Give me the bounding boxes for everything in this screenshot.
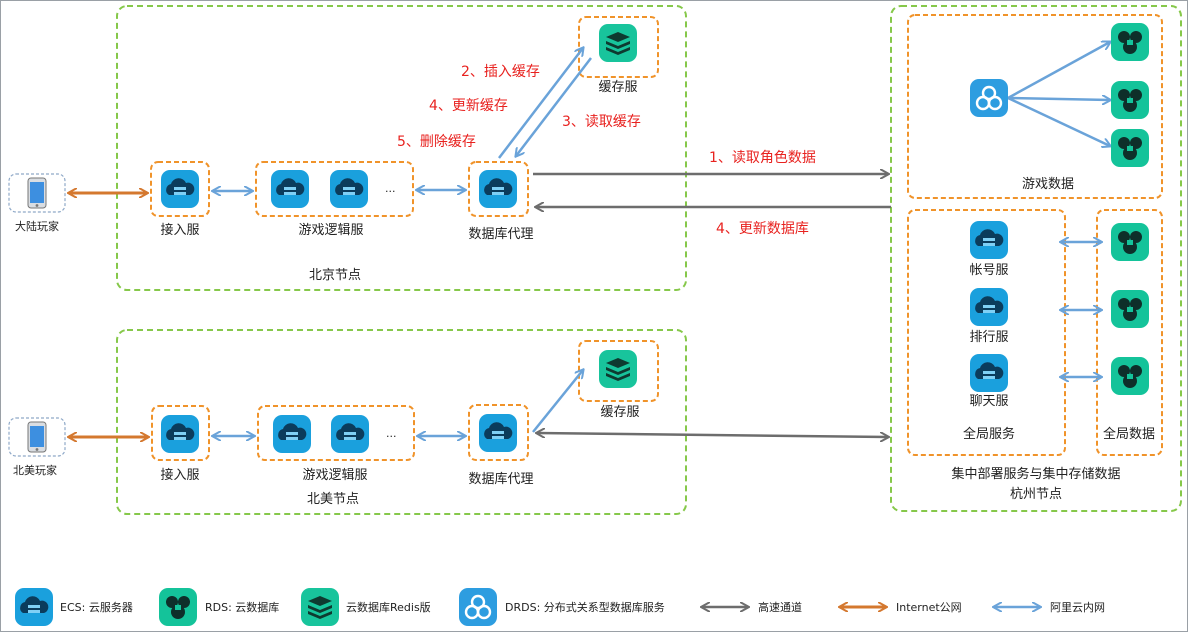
hz-global-data-label: 全局数据 bbox=[1103, 426, 1155, 442]
legend: ECS: 云服务器 RDS: 云数据库 云数据库Redis版 DRDS: 分布式… bbox=[15, 586, 1105, 628]
na-logic1-ecs-icon bbox=[273, 415, 311, 453]
hz-drds-rds3-arrow bbox=[1007, 96, 1110, 146]
bj-access-group bbox=[150, 161, 210, 217]
hz-game-rds2-icon bbox=[1111, 81, 1149, 119]
legend-highspeed-label: 高速通道 bbox=[758, 600, 802, 614]
hz-ranking-ecs-icon bbox=[970, 288, 1008, 326]
na-access-group bbox=[151, 405, 210, 461]
hz-node-title: 杭州节点 bbox=[1010, 487, 1062, 502]
flow-update-db-label: 4、更新数据库 bbox=[716, 221, 809, 237]
bj-proxy-to-cache-arrow bbox=[498, 48, 583, 159]
hz-subtitle: 集中部署服务与集中存储数据 bbox=[951, 466, 1120, 482]
na-proxy-label: 数据库代理 bbox=[468, 471, 533, 487]
legend-redis-label: 云数据库Redis版 bbox=[346, 600, 431, 614]
na-cache-label: 缓存服 bbox=[600, 405, 639, 420]
na-proxy-cache-arrow bbox=[532, 370, 583, 433]
legend-rds-label: RDS: 云数据库 bbox=[205, 600, 279, 614]
legend-internet-label: Internet公网 bbox=[896, 601, 962, 614]
flow-read-cache-label: 3、读取缓存 bbox=[562, 113, 641, 130]
bj-cache-group bbox=[578, 16, 659, 78]
na-logic-ellipsis: ... bbox=[386, 427, 397, 440]
bj-logic-ellipsis: ... bbox=[385, 182, 396, 195]
na-access-label: 接入服 bbox=[160, 467, 199, 483]
bj-access-ecs-icon bbox=[161, 170, 199, 208]
hz-drds-rds1-arrow bbox=[1007, 42, 1110, 100]
legend-redis-icon bbox=[301, 588, 339, 626]
flow-delete-cache-label: 5、删除缓存 bbox=[397, 134, 476, 150]
hz-global-rds1-icon bbox=[1111, 223, 1149, 261]
hz-account-ecs-icon bbox=[970, 221, 1008, 259]
hz-chat-label: 聊天服 bbox=[969, 394, 1008, 409]
na-player-phone-icon bbox=[8, 417, 66, 457]
flow-read-role-label: 1、读取角色数据 bbox=[709, 149, 816, 166]
hz-global-rds2-icon bbox=[1111, 290, 1149, 328]
bj-cache-to-proxy-arrow bbox=[516, 57, 592, 156]
na-node-title: 北美节点 bbox=[307, 492, 359, 507]
legend-ecs-icon bbox=[15, 588, 53, 626]
northamerica-node-box bbox=[116, 329, 687, 515]
hz-chat-ecs-icon bbox=[970, 354, 1008, 392]
legend-drds-icon bbox=[457, 586, 499, 628]
na-cache-group bbox=[578, 340, 659, 402]
flow-update-cache-label: 4、更新缓存 bbox=[429, 98, 508, 114]
legend-drds-label: DRDS: 分布式关系型数据库服务 bbox=[505, 600, 665, 614]
hz-ranking-label: 排行服 bbox=[969, 330, 1008, 345]
bj-cache-redis-icon bbox=[599, 24, 637, 62]
hz-game-data-group bbox=[907, 14, 1163, 199]
flow-insert-cache-label: 2、插入缓存 bbox=[461, 64, 540, 80]
bj-logic-group bbox=[255, 161, 414, 217]
hz-global-data-group bbox=[1096, 209, 1163, 456]
hz-game-rds1-icon bbox=[1111, 23, 1149, 61]
hangzhou-node-box bbox=[890, 5, 1182, 512]
na-proxy-group bbox=[468, 404, 529, 461]
bj-logic1-ecs-icon bbox=[271, 170, 309, 208]
bj-logic-label: 游戏逻辑服 bbox=[298, 223, 363, 238]
bj-access-label: 接入服 bbox=[160, 222, 199, 238]
hz-global-services-label: 全局服务 bbox=[963, 426, 1015, 442]
beijing-node-box bbox=[116, 5, 687, 291]
bj-proxy-group bbox=[468, 161, 529, 217]
bj-player-phone-icon bbox=[8, 173, 66, 213]
bj-proxy-label: 数据库代理 bbox=[468, 226, 533, 242]
na-logic-group bbox=[257, 405, 415, 461]
na-logic2-ecs-icon bbox=[331, 415, 369, 453]
legend-ecs-label: ECS: 云服务器 bbox=[60, 601, 133, 614]
hz-account-label: 帐号服 bbox=[969, 263, 1008, 278]
legend-intranet-label: 阿里云内网 bbox=[1050, 600, 1105, 614]
bj-proxy-ecs-icon bbox=[479, 170, 517, 208]
hz-global-services-group bbox=[907, 209, 1066, 456]
bj-cache-label: 缓存服 bbox=[598, 80, 637, 95]
hz-game-rds3-icon bbox=[1111, 129, 1149, 167]
bj-player-label: 大陆玩家 bbox=[15, 219, 59, 233]
hz-drds-icon bbox=[968, 77, 1010, 119]
hz-game-data-label: 游戏数据 bbox=[1022, 177, 1074, 192]
na-cache-redis-icon bbox=[599, 350, 637, 388]
legend-rds-icon bbox=[159, 588, 197, 626]
na-highspeed-arrow bbox=[537, 433, 888, 437]
bj-logic2-ecs-icon bbox=[330, 170, 368, 208]
na-player-label: 北美玩家 bbox=[13, 463, 57, 477]
na-access-ecs-icon bbox=[161, 415, 199, 453]
hz-global-rds3-icon bbox=[1111, 357, 1149, 395]
hz-drds-rds2-arrow bbox=[1007, 98, 1110, 100]
na-proxy-ecs-icon bbox=[479, 414, 517, 452]
bj-node-title: 北京节点 bbox=[309, 268, 361, 283]
na-logic-label: 游戏逻辑服 bbox=[302, 468, 367, 483]
